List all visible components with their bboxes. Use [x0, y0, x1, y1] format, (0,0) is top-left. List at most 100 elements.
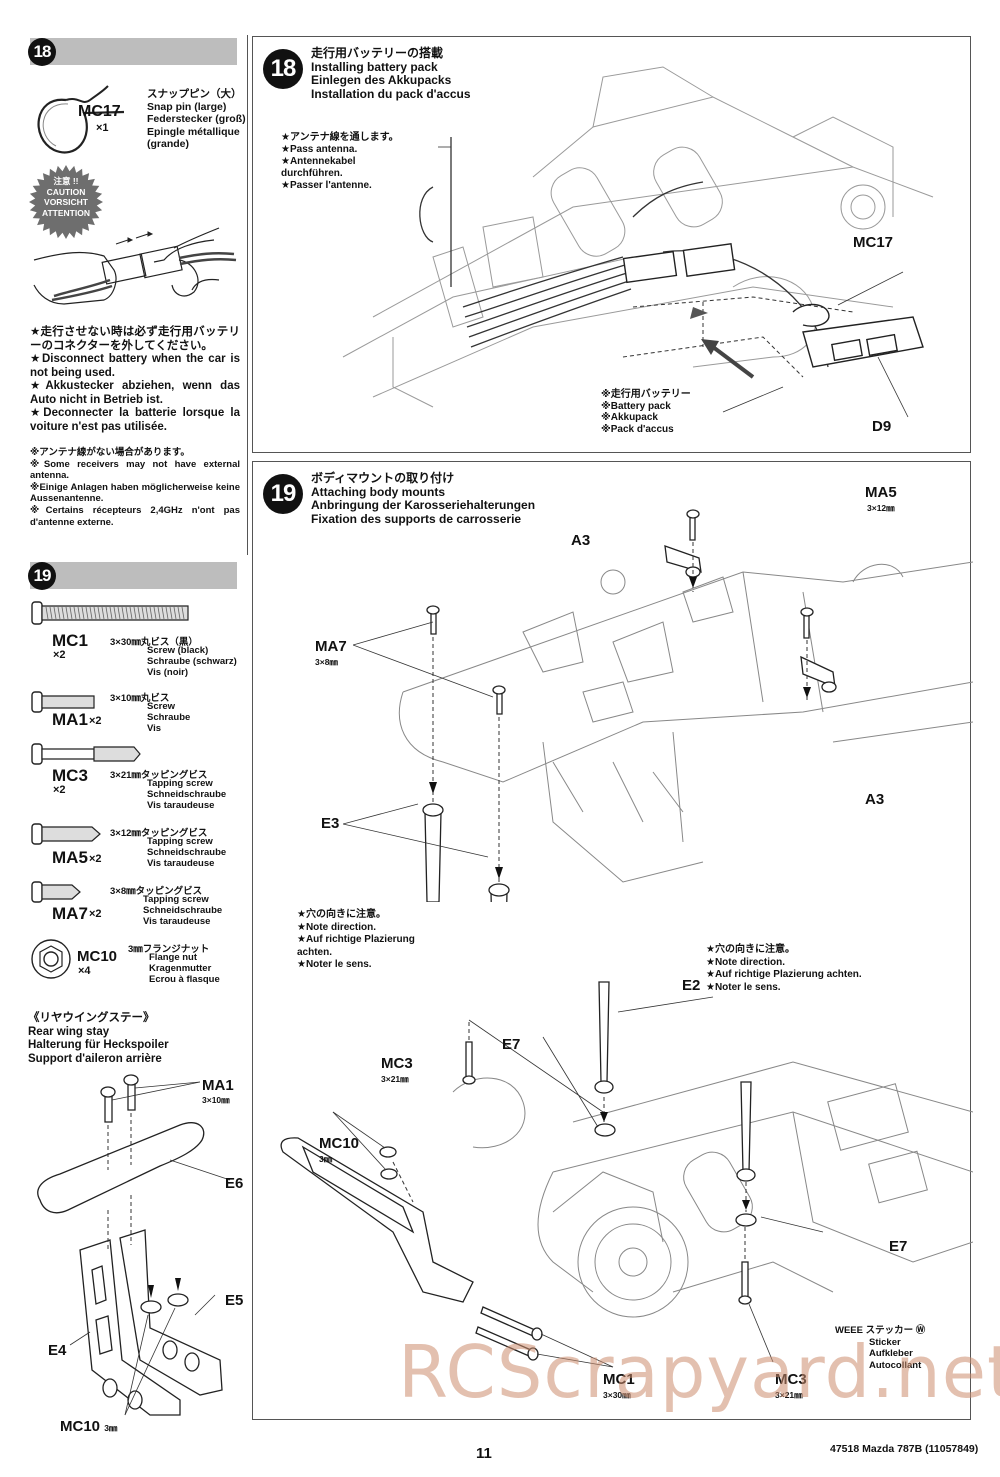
label-a3-bottom: A3	[865, 791, 885, 808]
label-ma1-size: 3×10㎜	[202, 1095, 230, 1105]
name-de: Kragenmutter	[149, 963, 212, 974]
snap-pin-icon	[24, 78, 134, 163]
label-ma5: MA5	[865, 484, 897, 501]
caution-en: CAUTION	[46, 186, 86, 197]
part-names-mc1: Screw (black) Schraube (schwarz) Vis (no…	[147, 645, 237, 678]
part-qty-mc10: ×4	[78, 965, 91, 977]
name-fr: Vis (noir)	[147, 667, 188, 678]
name-fr: Vis taraudeuse	[143, 916, 211, 927]
flange-nut-mc10-icon	[30, 938, 72, 980]
name-en: Tapping screw	[147, 836, 213, 847]
part-code-mc3: MC3	[52, 766, 88, 785]
antenna-note-fr: ※Certains récepteurs 2,4GHz n'ont pas d'…	[30, 504, 240, 528]
mc10-code: MC10	[60, 1418, 101, 1435]
part-names-ma7: Tapping screw Schneidschraube Vis taraud…	[143, 894, 222, 927]
label-e6: E6	[225, 1175, 244, 1192]
direction-de: ★Auf richtige Plazierung	[297, 934, 415, 945]
label-mc3-top-size: 3×21㎜	[381, 1074, 409, 1084]
part-spec-ma7: 3×8㎜タッピングビス	[110, 886, 203, 897]
rear-wing-title-en: Rear wing stay	[28, 1025, 110, 1038]
body-mount-front-illustration	[383, 482, 973, 902]
disconnect-battery-illustration	[24, 200, 244, 320]
mc10-size: 3㎜	[104, 1423, 118, 1433]
disconnect-battery-caution: ★走行させない時は必ず走行用バッテリーのコネクターを外してください。 ★Disc…	[30, 326, 240, 434]
label-ma7-size: 3×8㎜	[315, 657, 338, 667]
name-de: Schneidschraube	[147, 847, 227, 858]
panel18-title-jp: 走行用バッテリーの搭載	[311, 46, 444, 60]
label-e4: E4	[48, 1342, 67, 1359]
ma7-leader-lines	[353, 617, 503, 707]
part-spec-mc1: 3×30㎜丸ビス（黒）	[110, 637, 198, 648]
left-column-divider	[247, 35, 248, 555]
panel19-title: ボディマウントの取り付け Attaching body mounts Anbri…	[311, 471, 535, 526]
weee-sticker-note: WEEE ステッカー Ⓦ Sticker Aufkleber Autocolla…	[835, 1325, 925, 1371]
label-a3-top: A3	[571, 532, 591, 549]
label-mc1: MC1	[603, 1371, 635, 1388]
rear-wing-stay-illustration	[30, 1070, 255, 1420]
step18-panel: 18 走行用バッテリーの搭載 Installing battery pack E…	[252, 36, 971, 453]
name-fr-2: (grande)	[147, 138, 189, 150]
name-en: Screw	[147, 701, 175, 712]
part-code-mc17: MC17	[78, 103, 121, 120]
step19-header-bar	[30, 562, 237, 589]
direction-en: ★Note direction.	[297, 921, 376, 933]
label-mc10-size: 3㎜	[319, 1154, 333, 1164]
part-qty-ma1: ×2	[89, 715, 102, 727]
name-fr: Vis	[147, 723, 162, 734]
name-de: Schraube	[147, 712, 191, 723]
label-mc3-bottom: MC3	[775, 1371, 807, 1388]
label-mc10-left: MC10 3㎜	[60, 1418, 117, 1435]
body-mount-rear-illustration	[273, 962, 973, 1417]
part-spec-mc10: 3㎜フランジナット	[128, 944, 210, 955]
label-mc17: MC17	[853, 234, 894, 251]
caution-text-jp: ★走行させない時は必ず走行用バッテリーのコネクターを外してください。	[30, 326, 240, 352]
step18-header-bar	[30, 38, 237, 65]
part-qty-mc1: ×2	[53, 649, 66, 661]
panel18-title-de: Einlegen des Akkupacks	[311, 73, 452, 87]
name-de: Federstecker (groß)	[147, 113, 246, 125]
name-en: Flange nut	[149, 952, 198, 963]
direction-fr: ★Noter le sens.	[706, 981, 781, 993]
part-spec-ma5: 3×12㎜タッピングビス	[110, 828, 208, 839]
caution-text-de: ★Akkustecker abziehen, wenn das Auto nic…	[30, 380, 240, 406]
part-qty-mc3: ×2	[53, 784, 66, 796]
part-qty-mc17: ×1	[96, 122, 109, 134]
sticker-jp: WEEE ステッカー Ⓦ	[835, 1325, 926, 1336]
label-e5: E5	[225, 1292, 244, 1309]
panel18-title: 走行用バッテリーの搭載 Installing battery pack Einl…	[311, 46, 471, 101]
rear-wing-stay-title: 《リヤウイングステー》 Rear wing stay Halterung für…	[28, 1012, 169, 1066]
part-code-mc1: MC1	[52, 631, 88, 650]
part-code-mc10: MC10	[77, 948, 118, 965]
battery-fr: ※Pack d'accus	[601, 423, 674, 435]
step18-badge: 18	[28, 38, 56, 66]
label-ma5-size: 3×12㎜	[867, 503, 895, 513]
battery-de: ※Akkupack	[601, 412, 658, 423]
name-en: Snap pin (large)	[147, 100, 227, 113]
antenna-jp: ★アンテナ線を通します。	[281, 132, 399, 143]
panel19-title-en: Attaching body mounts	[311, 484, 445, 499]
part-names-mc17: スナップピン（大） Snap pin (large) Federstecker …	[147, 88, 246, 151]
sticker-fr: Autocollant	[869, 1359, 922, 1371]
direction-en: ★Note direction.	[706, 956, 785, 968]
panel18-title-fr: Installation du pack d'accus	[311, 86, 471, 101]
direction-jp: ★穴の向きに注意。	[706, 944, 795, 955]
label-mc3-top: MC3	[381, 1055, 413, 1072]
name-fr: Ecrou à flasque	[149, 974, 220, 985]
caution-text-en: ★Disconnect battery when the car is not …	[30, 353, 240, 379]
name-fr: Vis taraudeuse	[147, 858, 215, 869]
page-number: 11	[476, 1445, 492, 1462]
direction-de: ★Auf richtige Plazierung achten.	[706, 969, 862, 980]
antenna-note-en: ※Some receivers may not have external an…	[30, 458, 240, 482]
antenna-de-2: durchführen.	[281, 168, 343, 179]
tapping-screw-ma5-icon	[30, 822, 102, 846]
panel19-title-jp: ボディマウントの取り付け	[311, 471, 455, 485]
antenna-en: ★Pass antenna.	[281, 144, 358, 155]
pass-antenna-note: ★アンテナ線を通します。 ★Pass antenna. ★Antennekabe…	[281, 132, 399, 192]
sticker-en: Sticker	[869, 1336, 901, 1348]
rear-wing-title-jp: 《リヤウイングステー》	[28, 1012, 155, 1024]
name-en: Tapping screw	[147, 778, 213, 789]
step19-badge: 19	[28, 562, 56, 590]
part-names-ma5: Tapping screw Schneidschraube Vis taraud…	[147, 836, 226, 869]
antenna-de: ★Antennekabel	[281, 156, 356, 167]
battery-en: ※Battery pack	[601, 400, 671, 412]
